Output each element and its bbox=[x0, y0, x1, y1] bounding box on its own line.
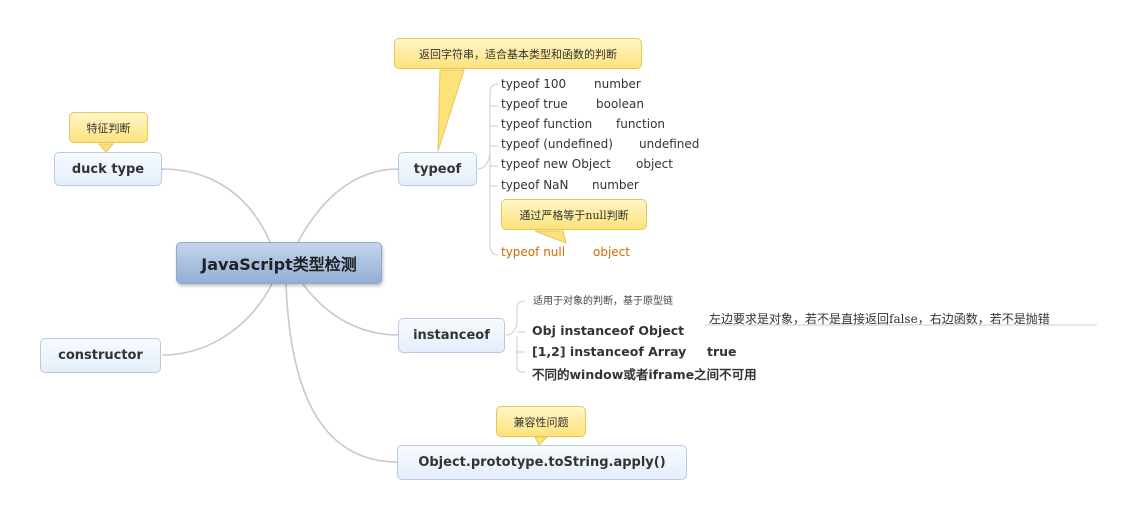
node-duck-type[interactable]: duck type bbox=[54, 152, 162, 186]
typeof-item-3: typeof (undefined) undefined bbox=[501, 137, 699, 151]
callout-duck-type: 特征判断 bbox=[69, 112, 148, 143]
typeof-item-result: function bbox=[616, 117, 666, 131]
typeof-callout-text: 返回字符串，适合基本类型和函数的判断 bbox=[419, 47, 617, 61]
typeof-item-expr: typeof function bbox=[501, 117, 593, 131]
link-root-constructor bbox=[162, 283, 273, 356]
instanceof-item-expr: [1,2] instanceof Array bbox=[532, 344, 687, 359]
node-constructor[interactable]: constructor bbox=[40, 338, 161, 373]
typeof-item-expr: typeof 100 bbox=[501, 77, 567, 91]
callout-typeof-null: 通过严格等于null判断 bbox=[501, 199, 647, 230]
link-root-tostring bbox=[285, 283, 399, 463]
typeof-item-2: typeof function function bbox=[501, 117, 665, 131]
instanceof-item-expr: 不同的window或者iframe之间不可用 bbox=[532, 367, 757, 382]
typeof-item-1: typeof true boolean bbox=[501, 97, 644, 111]
typeof-item-4: typeof new Object object bbox=[501, 157, 673, 171]
instanceof-item-0: Obj instanceof Object bbox=[532, 323, 684, 338]
root-label: JavaScript类型检测 bbox=[201, 255, 357, 274]
instanceof-note: 适用于对象的判断，基于原型链 bbox=[533, 296, 673, 307]
typeof-null-item: typeof null object bbox=[501, 245, 630, 259]
tostring-label: Object.prototype.toString.apply() bbox=[418, 455, 666, 470]
typeof-item-expr: typeof (undefined) bbox=[501, 137, 613, 151]
node-tostring[interactable]: Object.prototype.toString.apply() bbox=[397, 445, 687, 480]
duck-callout-tail bbox=[97, 143, 115, 153]
link-root-duck-type bbox=[161, 168, 271, 243]
node-typeof[interactable]: typeof bbox=[398, 152, 477, 186]
typeof-item-5: typeof NaN number bbox=[501, 178, 639, 192]
link-root-typeof bbox=[297, 168, 399, 243]
instanceof-item-expr: Obj instanceof Object bbox=[532, 323, 685, 338]
typeof-item-0: typeof 100 number bbox=[501, 77, 641, 91]
instanceof-item-1: [1,2] instanceof Array true bbox=[532, 344, 737, 359]
typeof-null-result: object bbox=[593, 245, 630, 259]
typeof-null-expr: typeof null bbox=[501, 245, 566, 259]
duck-type-label: duck type bbox=[71, 161, 145, 177]
typeof-bracket bbox=[477, 83, 499, 256]
tostring-callout-tail bbox=[534, 436, 549, 446]
node-instanceof[interactable]: instanceof bbox=[398, 318, 505, 353]
link-root-instanceof bbox=[302, 283, 399, 336]
constructor-label: constructor bbox=[58, 348, 143, 363]
instanceof-item-2: 不同的window或者iframe之间不可用 bbox=[532, 364, 757, 383]
typeof-item-expr: typeof new Object bbox=[501, 157, 611, 171]
typeof-item-result: boolean bbox=[596, 97, 644, 111]
duck-type-callout-text: 特征判断 bbox=[86, 121, 131, 135]
null-callout-tail bbox=[534, 230, 567, 244]
typeof-item-expr: typeof true bbox=[501, 97, 568, 111]
typeof-label: typeof bbox=[413, 161, 462, 177]
instanceof-item-result: true bbox=[707, 344, 737, 359]
typeof-callout-tail bbox=[437, 69, 465, 152]
typeof-null-callout-text: 通过严格等于null判断 bbox=[519, 208, 629, 222]
typeof-item-result: undefined bbox=[639, 137, 700, 151]
instanceof-bracket bbox=[505, 300, 526, 373]
instanceof-item-note: 左边要求是对象，若不是直接返回false，右边函数，若不是抛错 bbox=[709, 312, 1050, 326]
tostring-callout-text: 兼容性问题 bbox=[513, 415, 569, 429]
typeof-item-expr: typeof NaN bbox=[501, 178, 569, 192]
instanceof-label: instanceof bbox=[413, 328, 490, 343]
root-node[interactable]: JavaScript类型检测 bbox=[176, 242, 382, 284]
callout-typeof: 返回字符串，适合基本类型和函数的判断 bbox=[394, 38, 642, 69]
typeof-item-result: number bbox=[594, 77, 641, 91]
typeof-item-result: number bbox=[592, 178, 639, 192]
callout-tostring: 兼容性问题 bbox=[496, 406, 586, 437]
typeof-item-result: object bbox=[636, 157, 673, 171]
